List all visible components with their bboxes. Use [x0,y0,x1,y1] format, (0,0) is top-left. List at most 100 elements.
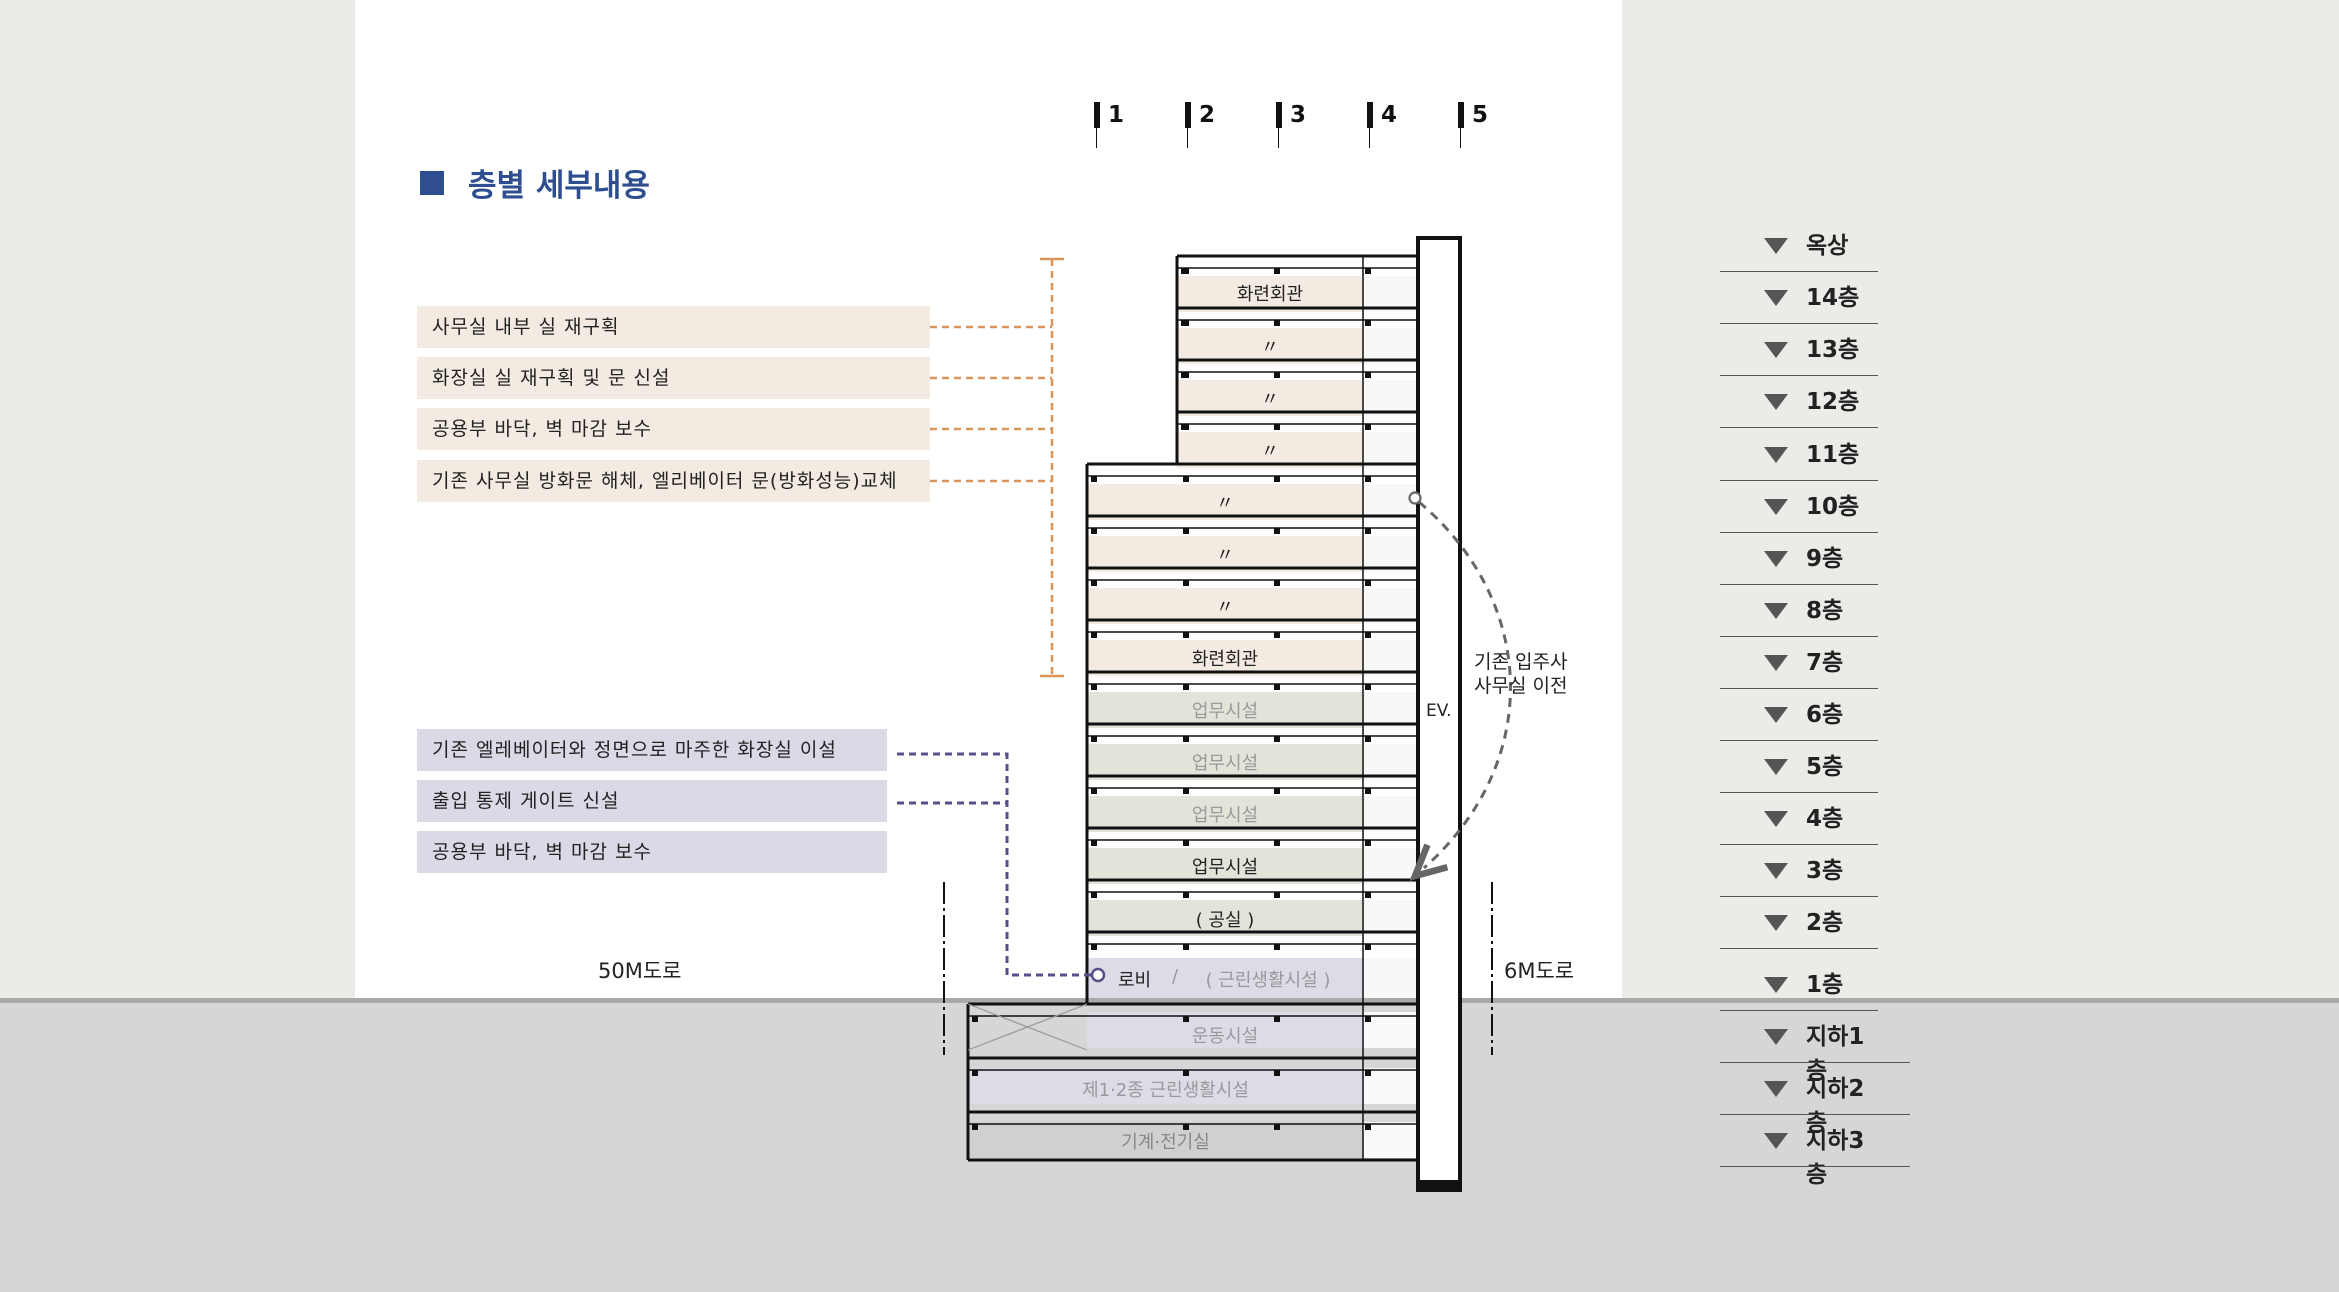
floor-level-label: 4층 [1806,806,1844,832]
room-label-6f: 업무시설 [1191,701,1259,722]
column-tick [1365,372,1371,378]
column-tick [1365,1070,1371,1076]
floor-level-11: 4층 [1720,793,1880,845]
lobby-point-icon [1090,967,1106,983]
column-tick [1091,736,1097,742]
road-boundaries [943,882,1493,1055]
floor-fill [1087,744,1363,780]
corridor-fill [1363,1012,1418,1048]
column-tick [1091,684,1097,690]
column-tick [1365,892,1371,898]
level-line [1720,322,1878,324]
floor-level-label: 지하3층 [1806,1128,1865,1188]
level-triangle-icon [1764,394,1788,410]
room-label-retail: ( 근린생활시설 ) [1205,970,1331,991]
corridor-fill [1363,536,1418,572]
corridor-fill [1363,692,1418,728]
room-label-b2: 제1·2종 근린생활시설 [1082,1080,1249,1101]
level-line [1720,374,1878,376]
floor-fill [1087,588,1363,624]
floor-level-label: 14층 [1806,285,1860,311]
floor-slabs [966,254,1418,1162]
floor-level-label: 12층 [1806,389,1860,415]
column-tick [1274,840,1280,846]
column-tick [1365,944,1371,950]
floor-level-label: 13층 [1806,337,1860,363]
level-triangle-icon [1764,863,1788,879]
room-label-14f: 화련회관 [1236,284,1304,305]
ev-label: EV. [1426,701,1452,721]
floor-level-5: 10층 [1720,481,1880,533]
floor-level-label: 10층 [1806,494,1860,520]
column-tick [1274,1016,1280,1022]
column-marker-label: 5 [1472,102,1489,128]
column-tick [1365,476,1371,482]
level-line [1720,1061,1910,1063]
column-marker-label: 1 [1108,102,1125,128]
column-tick [1091,840,1097,846]
column-tick [1274,372,1280,378]
level-triangle-icon [1764,342,1788,358]
column-tick [1183,268,1189,274]
column-tick [1091,580,1097,586]
level-line [1720,479,1878,481]
column-tick [1183,1016,1189,1022]
room-label-b1: 운동시설 [1191,1026,1259,1047]
floor-level-label: 11층 [1806,442,1860,468]
note-lower-2: 출입 통제 게이트 신설 [417,780,887,822]
level-triangle-icon [1764,759,1788,775]
corridor-fill [1363,588,1418,624]
floor-level-12: 3층 [1720,845,1880,897]
level-line [1720,270,1878,272]
floor-level-16: 지하2층 [1720,1063,1910,1136]
floor-fills [968,276,1418,1158]
column-tick [1183,684,1189,690]
column-tick [1274,944,1280,950]
corridor-fill [1363,796,1418,832]
column-tick [1365,736,1371,742]
column-tick [1091,944,1097,950]
column-tick [1091,528,1097,534]
floor-level-label: 7층 [1806,650,1844,676]
column-marker-label: 2 [1199,102,1216,128]
column-tick [1183,372,1189,378]
level-triangle-icon [1764,603,1788,619]
corridor-fill [1363,958,1418,998]
floor-fill [1087,640,1363,676]
floor-level-label: 5층 [1806,754,1844,780]
column-marker-5: 5 [1458,98,1498,150]
column-tick [1274,476,1280,482]
section-title-text: 층별 세부내용 [468,168,650,204]
floor-level-0: 옥상 [1720,220,1880,272]
note-upper-2: 화장실 실 재구획 및 문 신설 [417,357,930,399]
column-tick [972,1016,978,1022]
column-tick [1183,424,1189,430]
column-tick [1274,1070,1280,1076]
corridor-fill [1363,744,1418,780]
room-label-11f: 〃 [1261,441,1279,462]
level-line [1720,947,1878,949]
level-triangle-icon [1764,1133,1788,1149]
column-marker-2: 2 [1185,98,1225,150]
floor-level-4: 11층 [1720,429,1880,481]
relocation-arrow-icon [1409,500,1512,881]
column-tick [1183,736,1189,742]
room-label-7f: 화련회관 [1191,649,1259,670]
lower-connectors [897,752,1092,977]
level-triangle-icon [1764,811,1788,827]
level-line [1720,426,1878,428]
floor-level-7: 8층 [1720,585,1880,637]
corridor-fill [1363,276,1418,312]
floor-level-label: 2층 [1806,910,1844,936]
corridor-fill [1363,380,1418,416]
room-label-8f: 〃 [1216,597,1234,618]
title-square-icon [420,170,444,195]
level-triangle-icon [1764,447,1788,463]
column-tick [1365,840,1371,846]
column-tick [972,1124,978,1130]
room-label-b3: 기계·전기실 [1121,1132,1210,1153]
floor-fill [1177,380,1363,416]
corridor-fill [1363,1122,1418,1158]
level-triangle-icon [1764,290,1788,306]
